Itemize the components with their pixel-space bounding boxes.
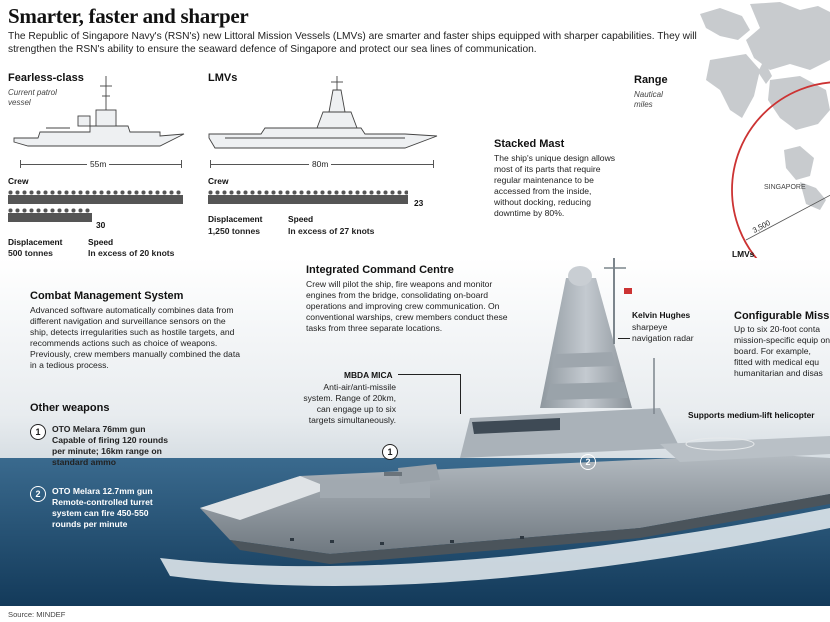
lmv-displacement: 1,250 tonnes — [208, 226, 261, 236]
fearless-length: 55m — [87, 159, 110, 169]
fearless-speed: In excess of 20 knots — [88, 248, 175, 258]
lmv-crew-row — [208, 190, 408, 204]
ship-scene — [0, 258, 830, 606]
fearless-crew-row-1 — [8, 190, 183, 204]
source-note: Source: MINDEF — [8, 610, 66, 619]
lmv-displacement-label: Displacement — [208, 214, 263, 224]
lmv-crew-count: 23 — [414, 198, 424, 208]
fearless-subtitle: Current patrol vessel — [8, 88, 57, 107]
ship-illustration: Integrated Command Centre Crew will pilo… — [0, 258, 830, 606]
range-circle — [731, 81, 830, 280]
radar-title: Kelvin Hughes — [632, 310, 691, 320]
lmv-ship-silhouette — [208, 76, 438, 149]
mbda-text: Anti-air/anti-missile system. Range of 2… — [303, 382, 396, 425]
radar-leader — [618, 338, 630, 339]
stacked-mast-title: Stacked Mast — [494, 138, 565, 150]
weapon-2-marker: 2 — [30, 486, 46, 502]
lmv-crew-label: Crew — [208, 176, 229, 186]
icc-text: Crew will pilot the ship, fire weapons a… — [306, 279, 508, 333]
other-weapons-title: Other weapons — [30, 402, 110, 414]
lmv-length: 80m — [309, 159, 332, 169]
gun-marker-2: 2 — [580, 454, 596, 470]
radar-text: sharpeye navigation radar — [632, 322, 694, 343]
page-title: Smarter, faster and sharper — [8, 4, 249, 28]
fearless-length-ruler: 55m — [20, 159, 182, 169]
lmv-length-ruler: 80m — [210, 159, 434, 169]
range-singapore: SINGAPORE — [764, 184, 806, 191]
lmv-speed: In excess of 27 knots — [288, 226, 375, 236]
mbda-title: MBDA MICA — [344, 370, 393, 380]
icc-title: Integrated Command Centre — [306, 264, 454, 276]
fearless-ship-silhouette — [13, 76, 185, 147]
range-map — [700, 2, 830, 280]
fearless-crew-row-2 — [8, 208, 92, 222]
intro-text: The Republic of Singapore Navy's (RSN's)… — [8, 31, 697, 55]
stacked-mast-text: The ship's unique design allows most of … — [494, 153, 616, 218]
lmv-title: LMVs — [208, 72, 238, 84]
helicopter-label: Supports medium-lift helicopter — [688, 410, 815, 420]
fearless-crew-label: Crew — [8, 176, 29, 186]
fearless-speed-label: Speed — [88, 237, 114, 247]
weapon-2-text: OTO Melara 12.7mm gun Remote-controlled … — [52, 486, 153, 529]
range-lmvs-label: LMVs — [732, 249, 755, 259]
cms-text: Advanced software automatically combines… — [30, 305, 241, 370]
fearless-displacement-label: Displacement — [8, 237, 63, 247]
configurable-title: Configurable Miss — [734, 310, 830, 322]
fearless-displacement: 500 tonnes — [8, 248, 53, 258]
gun-marker-1: 1 — [382, 444, 398, 460]
lmv-speed-label: Speed — [288, 214, 314, 224]
configurable-text: Up to six 20-foot conta mission-specific… — [734, 324, 830, 378]
mbda-leader-h — [398, 374, 460, 375]
range-title: Range — [634, 74, 668, 86]
cms-title: Combat Management System — [30, 290, 184, 302]
weapon-1-text: OTO Melara 76mm gun Capable of firing 12… — [52, 424, 169, 467]
fearless-crew-count: 30 — [96, 220, 106, 230]
weapon-1-marker: 1 — [30, 424, 46, 440]
fearless-title: Fearless-class — [8, 72, 84, 84]
mbda-leader-v — [460, 374, 461, 414]
range-unit: Nautical miles — [634, 90, 663, 109]
